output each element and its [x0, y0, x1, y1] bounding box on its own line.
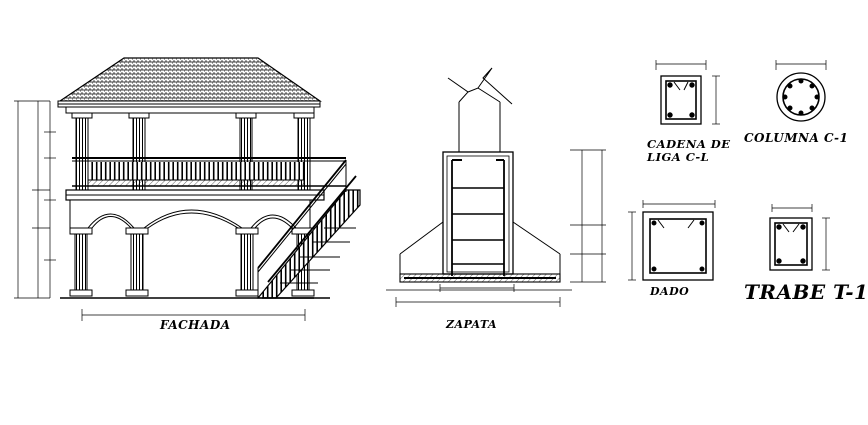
upper-balustrade	[72, 157, 346, 187]
facade-title: FACHADA	[160, 318, 231, 332]
trabe-section	[769, 204, 830, 271]
facade-roof	[58, 57, 322, 102]
dado-title: DADO	[650, 285, 690, 298]
columna-title: COLUMNA C-1	[744, 131, 849, 145]
footing-title: ZAPATA	[446, 318, 498, 331]
ground-arches	[69, 199, 311, 229]
footing-section	[386, 67, 606, 307]
ground-columns	[69, 227, 315, 297]
cadena-section	[655, 60, 720, 125]
cadena-title-line1: CADENA DE	[647, 137, 731, 151]
cadena-title-line2: LIGA C-L	[647, 150, 710, 164]
dado-section	[628, 200, 716, 281]
drawing-canvas	[14, 57, 830, 321]
cad-drawing-sheet: FACHADA ZAPATA CADENA DE LIGA C-L COLUMN…	[14, 57, 868, 332]
facade-elevation	[14, 57, 361, 321]
facade-dimensions	[14, 100, 306, 321]
trabe-title: TRABE T-1	[744, 280, 868, 304]
columna-section	[775, 60, 827, 122]
